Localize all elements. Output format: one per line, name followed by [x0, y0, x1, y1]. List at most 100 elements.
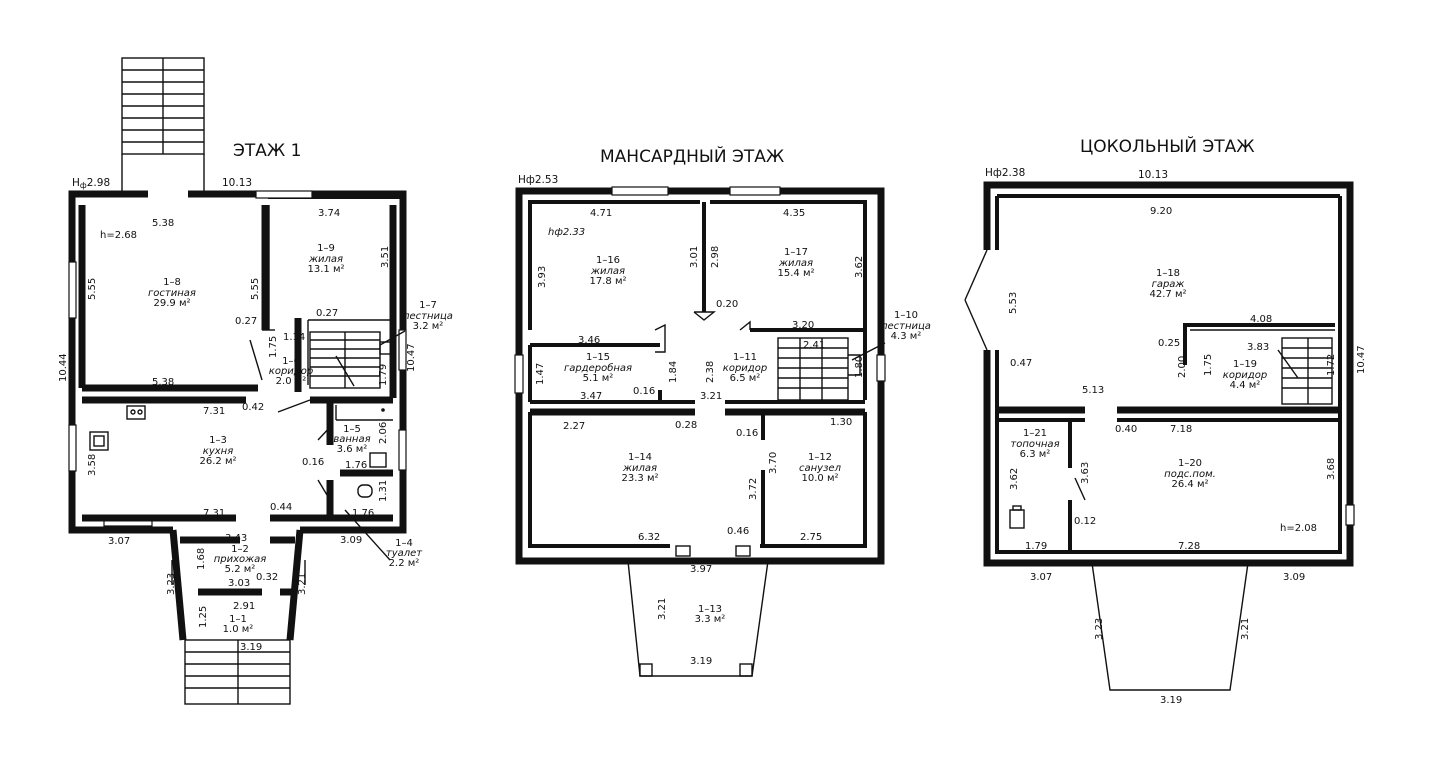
svg-text:10.0 м²: 10.0 м²: [802, 473, 839, 484]
svg-text:лестница: лестница: [880, 321, 931, 332]
mansard-outer-walls: [514, 186, 886, 565]
dim-label: 1.25: [198, 606, 209, 628]
dim-label: 3.19: [240, 642, 262, 653]
svg-text:топочная: топочная: [1010, 439, 1059, 450]
dim-label: 3.20: [792, 320, 814, 331]
dim-label: 1.72: [1326, 354, 1337, 376]
room-1-15: 1–15 гардеробная 5.1 м²: [564, 352, 632, 384]
svg-text:23.3 м²: 23.3 м²: [622, 473, 659, 484]
svg-text:коридор: коридор: [723, 363, 767, 374]
svg-text:коридор: коридор: [1223, 370, 1267, 381]
svg-text:1–5: 1–5: [343, 424, 361, 435]
svg-text:1–2: 1–2: [231, 544, 249, 555]
dim-label: 10.47: [406, 343, 417, 372]
dim-label: 3.07: [108, 536, 130, 547]
room-1-20: 1–20 подс.пом. 26.4 м²: [1164, 458, 1216, 490]
dim-label: 3.70: [768, 452, 779, 474]
dim-label: 0.47: [1010, 358, 1032, 369]
dim-label: 3.46: [578, 335, 600, 346]
room-height-label: h=2.08: [1280, 523, 1317, 534]
svg-text:42.7 м²: 42.7 м²: [1150, 289, 1187, 300]
dim-label: 3.68: [1326, 458, 1337, 480]
floor-1-outer-walls: [68, 190, 407, 534]
svg-text:гардеробная: гардеробная: [564, 362, 632, 374]
dim-label: 0.46: [727, 526, 749, 537]
basement-boiler: [1009, 505, 1025, 529]
room-1-8: 1–8 гостиная 29.9 м²: [148, 277, 196, 309]
mansard-floor-title: МАНСАРДНЫЙ ЭТАЖ: [600, 145, 784, 167]
svg-text:4.3 м²: 4.3 м²: [891, 331, 922, 342]
dim-label: 2.00: [1177, 356, 1188, 378]
svg-text:5.1 м²: 5.1 м²: [583, 373, 614, 384]
svg-text:гараж: гараж: [1152, 279, 1185, 290]
dim-label: 3.83: [1247, 342, 1269, 353]
dim-label: 0.12: [1074, 516, 1096, 527]
svg-text:29.9 м²: 29.9 м²: [154, 298, 191, 309]
svg-text:1–20: 1–20: [1178, 458, 1202, 469]
dim-label: 2.38: [705, 361, 716, 383]
room-1-4: 1–4 туалет 2.2 м²: [344, 509, 423, 569]
svg-text:прихожая: прихожая: [214, 554, 267, 565]
dim-label: 10.44: [58, 353, 69, 382]
dim-label: 1.75: [268, 336, 279, 358]
dim-label: 0.25: [1158, 338, 1180, 349]
basement-floor-height: Hф2.38: [985, 167, 1025, 179]
svg-text:2.2 м²: 2.2 м²: [389, 558, 420, 569]
dim-label: 3.51: [380, 246, 391, 268]
svg-text:26.4 м²: 26.4 м²: [1172, 479, 1209, 490]
entrance-stairs-top: [121, 57, 205, 194]
floor-1-entrance-vestibule: [169, 529, 306, 705]
svg-text:1–7: 1–7: [419, 300, 437, 311]
basement-driveway: [1091, 562, 1249, 691]
svg-text:1–10: 1–10: [894, 310, 918, 321]
dim-label: 7.28: [1178, 541, 1200, 552]
room-height-label: hф2.33: [548, 227, 585, 238]
svg-text:1–11: 1–11: [733, 352, 757, 363]
svg-text:жилая: жилая: [622, 463, 657, 474]
svg-text:1–6: 1–6: [282, 356, 300, 367]
svg-text:лестница: лестница: [402, 311, 453, 322]
svg-text:1–17: 1–17: [784, 247, 808, 258]
svg-text:подс.пом.: подс.пом.: [1164, 469, 1216, 480]
dim-label: 3.43: [225, 533, 247, 544]
dim-label: 0.32: [256, 572, 278, 583]
dim-label: 10.13: [1138, 169, 1168, 181]
svg-text:1.0 м²: 1.0 м²: [223, 624, 254, 635]
svg-text:17.8 м²: 17.8 м²: [590, 276, 627, 287]
room-1-17: 1–17 жилая 15.4 м²: [778, 247, 815, 279]
svg-text:13.1 м²: 13.1 м²: [308, 264, 345, 275]
floor-1-inner-walls: [78, 205, 397, 522]
svg-text:жилая: жилая: [590, 266, 625, 277]
dim-label: 2.06: [378, 422, 389, 444]
room-1-2: 1–2 прихожая 5.2 м²: [214, 544, 267, 575]
room-height-label: h=2.68: [100, 230, 137, 241]
dim-label: 7.31: [203, 508, 225, 519]
svg-text:4.4 м²: 4.4 м²: [1230, 380, 1261, 391]
svg-text:1–21: 1–21: [1023, 428, 1047, 439]
dim-label: 2.75: [800, 532, 822, 543]
basement-floor-title: ЦОКОЛЬНЫЙ ЭТАЖ: [1080, 135, 1255, 157]
dim-label: 3.58: [87, 454, 98, 476]
room-1-6: 1–6 коридор 2.0 м²: [269, 356, 313, 387]
dim-label: 0.16: [633, 386, 655, 397]
svg-text:3.6 м²: 3.6 м²: [337, 444, 368, 455]
room-1-3: 1–3 кухня 26.2 м²: [200, 435, 237, 467]
svg-text:1–9: 1–9: [317, 243, 335, 254]
mansard-floor-height: Hф2.53: [518, 174, 558, 186]
dim-label: 1.79: [1025, 541, 1047, 552]
dim-label: 3.93: [537, 266, 548, 288]
dim-label: 3.21: [1240, 618, 1251, 640]
svg-text:кухня: кухня: [203, 446, 233, 457]
floor-1-staircase: [309, 331, 392, 389]
dim-label: 4.71: [590, 208, 612, 219]
svg-text:15.4 м²: 15.4 м²: [778, 268, 815, 279]
basement-outer-walls: [964, 181, 1355, 567]
dim-label: 7.18: [1170, 424, 1192, 435]
dim-label: 3.97: [690, 564, 712, 575]
dim-label: 3.21: [657, 598, 668, 620]
dim-label: 3.21: [297, 573, 308, 595]
room-1-1: 1–1 1.0 м²: [223, 614, 254, 635]
svg-text:санузел: санузел: [799, 463, 842, 474]
svg-text:жилая: жилая: [778, 258, 813, 269]
dim-label: 3.03: [228, 578, 250, 589]
